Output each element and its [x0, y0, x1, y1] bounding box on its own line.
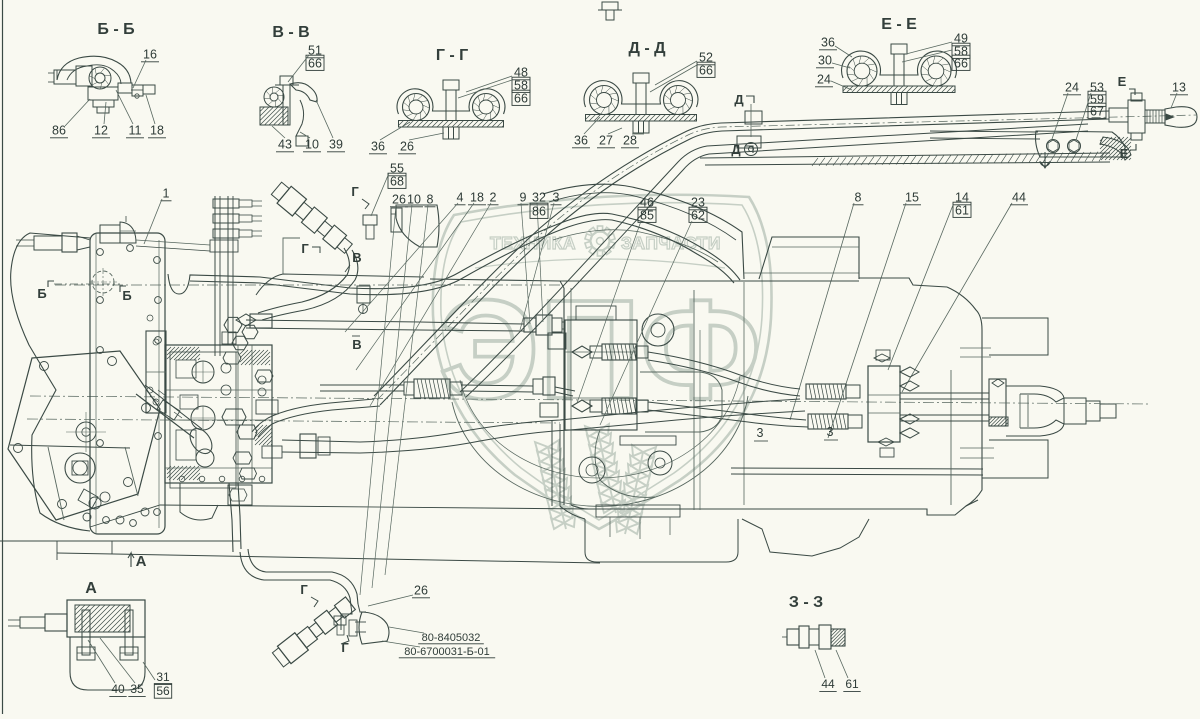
svg-text:Д: Д: [731, 142, 741, 157]
svg-text:ТЕХНИКА: ТЕХНИКА: [490, 233, 576, 253]
svg-text:Б: Б: [37, 286, 46, 301]
svg-text:15: 15: [905, 190, 919, 204]
svg-text:67: 67: [1090, 104, 1104, 118]
svg-text:Г: Г: [341, 640, 349, 655]
svg-text:80-8405032: 80-8405032: [422, 632, 481, 644]
svg-text:27: 27: [599, 133, 613, 147]
svg-text:30: 30: [818, 53, 832, 67]
svg-text:46: 46: [640, 195, 654, 209]
svg-text:58: 58: [514, 78, 528, 92]
svg-text:10: 10: [407, 192, 421, 206]
svg-text:28: 28: [623, 133, 637, 147]
svg-text:36: 36: [574, 133, 588, 147]
svg-text:Б - Б: Б - Б: [97, 21, 134, 38]
svg-text:Г - Г: Г - Г: [436, 47, 468, 64]
svg-text:23: 23: [691, 195, 705, 209]
svg-text:48: 48: [514, 65, 528, 79]
svg-text:36: 36: [821, 35, 835, 49]
svg-text:1: 1: [163, 186, 170, 200]
svg-text:В - В: В - В: [272, 24, 309, 41]
svg-text:66: 66: [308, 56, 322, 70]
svg-text:56: 56: [156, 684, 170, 698]
svg-text:44: 44: [821, 677, 835, 691]
svg-text:11: 11: [129, 123, 142, 137]
svg-text:Е - Е: Е - Е: [881, 16, 917, 33]
svg-text:26: 26: [400, 139, 414, 153]
svg-text:18: 18: [150, 123, 164, 137]
svg-text:3: 3: [553, 190, 560, 204]
svg-text:З - З: З - З: [789, 594, 823, 611]
svg-text:Г: Г: [301, 241, 309, 256]
svg-text:26: 26: [392, 192, 406, 206]
svg-text:18: 18: [470, 190, 484, 204]
svg-text:39: 39: [329, 137, 343, 151]
svg-text:4: 4: [457, 190, 464, 204]
svg-text:Г: Г: [300, 582, 308, 597]
svg-text:ЭПФ: ЭПФ: [439, 270, 761, 428]
svg-text:13: 13: [1172, 80, 1186, 94]
svg-text:ЗАПЧАСТИ: ЗАПЧАСТИ: [621, 233, 721, 253]
svg-text:86: 86: [532, 204, 546, 218]
svg-text:8: 8: [855, 190, 862, 204]
svg-text:24: 24: [1065, 80, 1079, 94]
svg-text:26: 26: [414, 583, 428, 597]
svg-text:Б: Б: [122, 288, 131, 303]
svg-text:68: 68: [390, 174, 404, 188]
svg-text:3: 3: [827, 425, 834, 439]
svg-text:Е: Е: [1120, 146, 1129, 161]
svg-text:52: 52: [699, 50, 713, 64]
svg-text:36: 36: [371, 139, 385, 153]
svg-text:24: 24: [817, 72, 831, 86]
svg-text:31: 31: [156, 670, 170, 684]
svg-text:В: В: [352, 250, 361, 265]
svg-text:43: 43: [278, 137, 292, 151]
svg-text:10: 10: [305, 137, 319, 151]
svg-text:В: В: [352, 337, 361, 352]
svg-text:44: 44: [1012, 190, 1026, 204]
svg-text:80-6700031-Б-01: 80-6700031-Б-01: [404, 646, 490, 658]
svg-text:62: 62: [691, 208, 705, 222]
svg-text:40: 40: [111, 682, 125, 696]
svg-text:3: 3: [757, 426, 764, 440]
svg-text:Е: Е: [1118, 74, 1127, 89]
svg-text:14: 14: [955, 190, 969, 204]
svg-text:Д: Д: [734, 92, 744, 107]
svg-text:66: 66: [699, 63, 713, 77]
svg-text:61: 61: [845, 677, 859, 691]
svg-text:2: 2: [490, 190, 497, 204]
svg-text:61: 61: [955, 203, 969, 217]
svg-text:35: 35: [130, 682, 144, 696]
svg-text:12: 12: [94, 123, 108, 137]
svg-text:А: А: [136, 553, 147, 570]
svg-text:16: 16: [143, 47, 157, 61]
svg-text:А: А: [85, 580, 97, 597]
svg-text:66: 66: [514, 91, 528, 105]
svg-text:66: 66: [954, 56, 968, 70]
svg-text:Г: Г: [351, 184, 359, 199]
svg-text:86: 86: [52, 123, 66, 137]
svg-text:32: 32: [532, 190, 546, 204]
svg-text:8: 8: [427, 192, 434, 206]
svg-text:49: 49: [954, 31, 968, 45]
svg-text:55: 55: [390, 161, 404, 175]
svg-text:Д - Д: Д - Д: [628, 40, 666, 57]
svg-text:51: 51: [308, 43, 322, 57]
svg-text:9: 9: [520, 190, 527, 204]
svg-text:85: 85: [640, 208, 654, 222]
